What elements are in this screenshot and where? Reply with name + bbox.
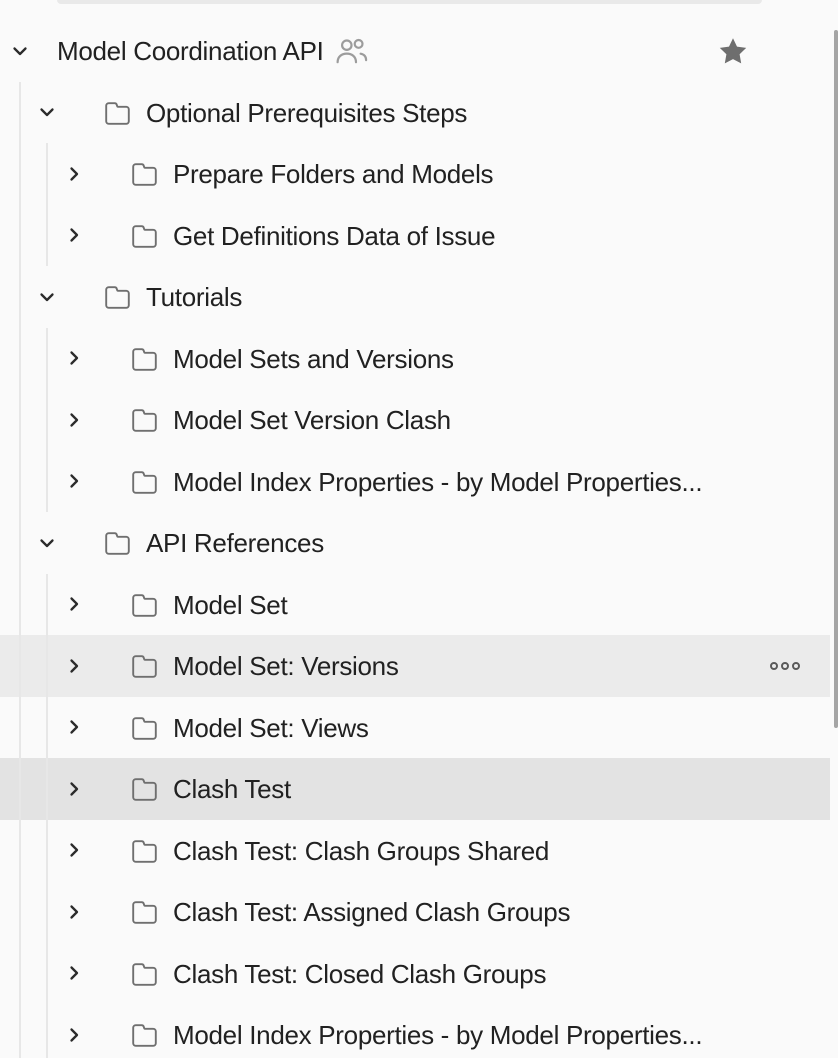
folder-row[interactable]: Model Index Properties - by Model Proper… bbox=[0, 451, 830, 513]
folder-icon bbox=[131, 161, 158, 186]
chevron-right-icon[interactable] bbox=[65, 1026, 83, 1044]
folder-icon bbox=[131, 715, 158, 740]
folder-label: Model Index Properties - by Model Proper… bbox=[173, 466, 703, 497]
folder-icon bbox=[131, 223, 158, 248]
folder-label: Model Index Properties - by Model Proper… bbox=[173, 1020, 703, 1051]
more-actions-button[interactable] bbox=[770, 661, 800, 670]
scrollbar-thumb[interactable] bbox=[834, 30, 838, 728]
folder-icon bbox=[131, 653, 158, 678]
folder-label: Model Set bbox=[173, 589, 288, 620]
chevron-right-icon[interactable] bbox=[65, 964, 83, 982]
folder-label: Tutorials bbox=[146, 282, 243, 313]
chevron-down-icon[interactable] bbox=[11, 42, 29, 60]
folder-row[interactable]: Model Index Properties - by Model Proper… bbox=[0, 1004, 830, 1058]
folder-row[interactable]: Tutorials bbox=[0, 266, 830, 328]
folder-row[interactable]: Model Set Version Clash bbox=[0, 389, 830, 451]
chevron-right-icon[interactable] bbox=[65, 411, 83, 429]
folder-label: Clash Test bbox=[173, 774, 291, 805]
chevron-right-icon[interactable] bbox=[65, 657, 83, 675]
folder-icon bbox=[104, 284, 131, 309]
folder-row[interactable]: Model Set: Versions bbox=[0, 635, 830, 697]
chevron-down-icon[interactable] bbox=[38, 288, 56, 306]
chevron-right-icon[interactable] bbox=[65, 780, 83, 798]
folder-icon bbox=[131, 838, 158, 863]
folder-icon bbox=[131, 346, 158, 371]
folder-label: Optional Prerequisites Steps bbox=[146, 97, 468, 128]
cropped-search-field-edge bbox=[57, 0, 762, 4]
chevron-right-icon[interactable] bbox=[65, 226, 83, 244]
folder-label: Model Set: Versions bbox=[173, 651, 399, 682]
chevron-down-icon[interactable] bbox=[38, 103, 56, 121]
folder-label: Clash Test: Assigned Clash Groups bbox=[173, 897, 571, 928]
collection-title: Model Coordination API bbox=[57, 36, 324, 67]
folder-icon bbox=[131, 961, 158, 986]
folder-label: Clash Test: Clash Groups Shared bbox=[173, 835, 550, 866]
folder-row[interactable]: Model Set bbox=[0, 574, 830, 636]
chevron-right-icon[interactable] bbox=[65, 841, 83, 859]
people-icon bbox=[335, 37, 368, 65]
folder-row[interactable]: Prepare Folders and Models bbox=[0, 143, 830, 205]
folder-row[interactable]: Model Set: Views bbox=[0, 697, 830, 759]
folder-icon bbox=[131, 1022, 158, 1047]
folder-label: API References bbox=[146, 528, 324, 559]
chevron-right-icon[interactable] bbox=[65, 165, 83, 183]
indent-guide bbox=[45, 327, 48, 512]
folder-icon bbox=[104, 530, 131, 555]
folder-icon bbox=[131, 469, 158, 494]
folder-label: Model Sets and Versions bbox=[173, 343, 454, 374]
collection-tree: Model Coordination API Optional Prerequis… bbox=[0, 20, 838, 1058]
chevron-down-icon[interactable] bbox=[38, 534, 56, 552]
folder-icon bbox=[131, 407, 158, 432]
indent-guide bbox=[18, 81, 21, 1058]
chevron-right-icon[interactable] bbox=[65, 472, 83, 490]
chevron-right-icon[interactable] bbox=[65, 349, 83, 367]
folder-row[interactable]: Clash Test: Assigned Clash Groups bbox=[0, 881, 830, 943]
folder-label: Model Set Version Clash bbox=[173, 405, 451, 436]
folder-label: Prepare Folders and Models bbox=[173, 159, 494, 190]
folder-label: Model Set: Views bbox=[173, 712, 369, 743]
folder-row[interactable]: Clash Test: Clash Groups Shared bbox=[0, 820, 830, 882]
folder-icon bbox=[104, 100, 131, 125]
collection-row[interactable]: Model Coordination API bbox=[0, 20, 830, 82]
folder-row[interactable]: Clash Test: Closed Clash Groups bbox=[0, 943, 830, 1005]
folder-icon bbox=[131, 776, 158, 801]
folder-row[interactable]: Optional Prerequisites Steps bbox=[0, 82, 830, 144]
folder-icon bbox=[131, 592, 158, 617]
indent-guide bbox=[45, 143, 48, 266]
chevron-right-icon[interactable] bbox=[65, 903, 83, 921]
folder-icon bbox=[131, 899, 158, 924]
folder-row[interactable]: API References bbox=[0, 512, 830, 574]
indent-guide bbox=[45, 573, 48, 1058]
chevron-right-icon[interactable] bbox=[65, 718, 83, 736]
folder-row[interactable]: Model Sets and Versions bbox=[0, 328, 830, 390]
folder-row[interactable]: Clash Test bbox=[0, 758, 830, 820]
folder-label: Clash Test: Closed Clash Groups bbox=[173, 958, 547, 989]
folder-row[interactable]: Get Definitions Data of Issue bbox=[0, 205, 830, 267]
chevron-right-icon[interactable] bbox=[65, 595, 83, 613]
star-filled-icon[interactable] bbox=[718, 36, 748, 65]
folder-label: Get Definitions Data of Issue bbox=[173, 220, 496, 251]
